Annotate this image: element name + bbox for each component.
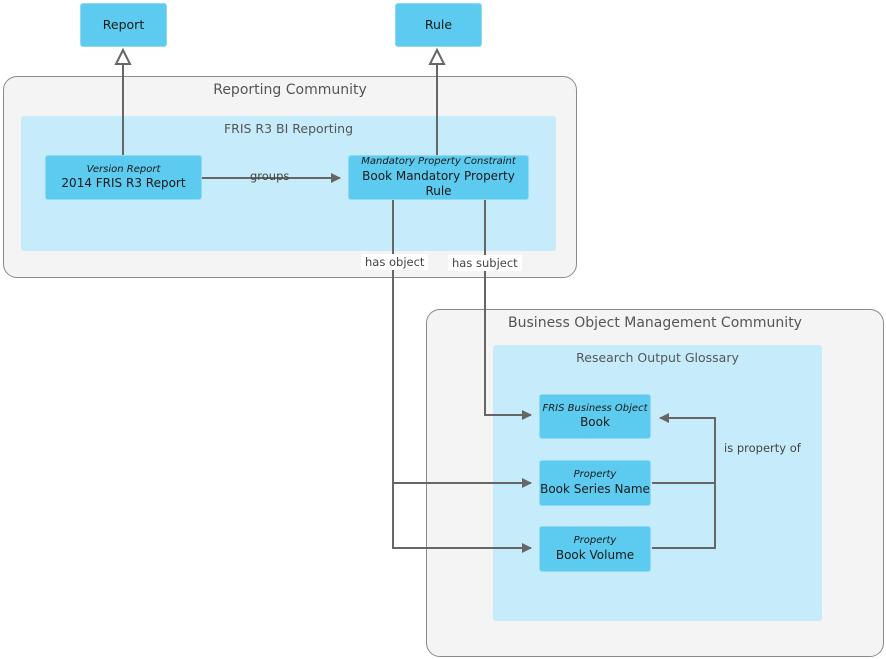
- business-community-title: Business Object Management Community: [508, 315, 802, 331]
- book-series-type: Property: [573, 469, 617, 481]
- version-report-asset[interactable]: Version Report 2014 FRIS R3 Report: [45, 155, 202, 200]
- report-generalization-arrowhead: [114, 47, 132, 65]
- version-report-type: Version Report: [86, 163, 161, 175]
- report-asset[interactable]: Report: [80, 3, 167, 47]
- book-asset[interactable]: FRIS Business Object Book: [539, 394, 651, 439]
- rule-asset[interactable]: Rule: [395, 3, 482, 47]
- report-asset-name: Report: [102, 17, 145, 33]
- rule-generalization-arrowhead: [428, 47, 446, 65]
- book-type: FRIS Business Object: [542, 402, 648, 414]
- research-output-glossary-domain-title: Research Output Glossary: [576, 350, 739, 365]
- book-volume-asset[interactable]: Property Book Volume: [539, 526, 651, 572]
- mandatory-rule-name: Book Mandatory Property Rule: [362, 168, 515, 198]
- version-report-name: 2014 FRIS R3 Report: [61, 176, 186, 191]
- is-property-of-label: is property of: [724, 441, 801, 455]
- book-volume-name: Book Volume: [555, 547, 635, 562]
- has-subject-label: has subject: [448, 255, 522, 271]
- mandatory-rule-type: Mandatory Property Constraint: [361, 156, 516, 168]
- fris-bi-reporting-domain-title: FRIS R3 BI Reporting: [223, 121, 354, 136]
- book-volume-type: Property: [573, 535, 617, 547]
- rule-asset-name: Rule: [424, 17, 453, 33]
- groups-label: groups: [250, 169, 290, 183]
- has-object-label: has object: [361, 254, 429, 270]
- book-series-name: Book Series Name: [540, 481, 650, 496]
- reporting-community-title: Reporting Community: [213, 82, 367, 98]
- book-series-name-asset[interactable]: Property Book Series Name: [539, 460, 651, 506]
- mandatory-property-rule-asset[interactable]: Mandatory Property Constraint Book Manda…: [348, 155, 529, 200]
- book-name: Book: [580, 415, 610, 430]
